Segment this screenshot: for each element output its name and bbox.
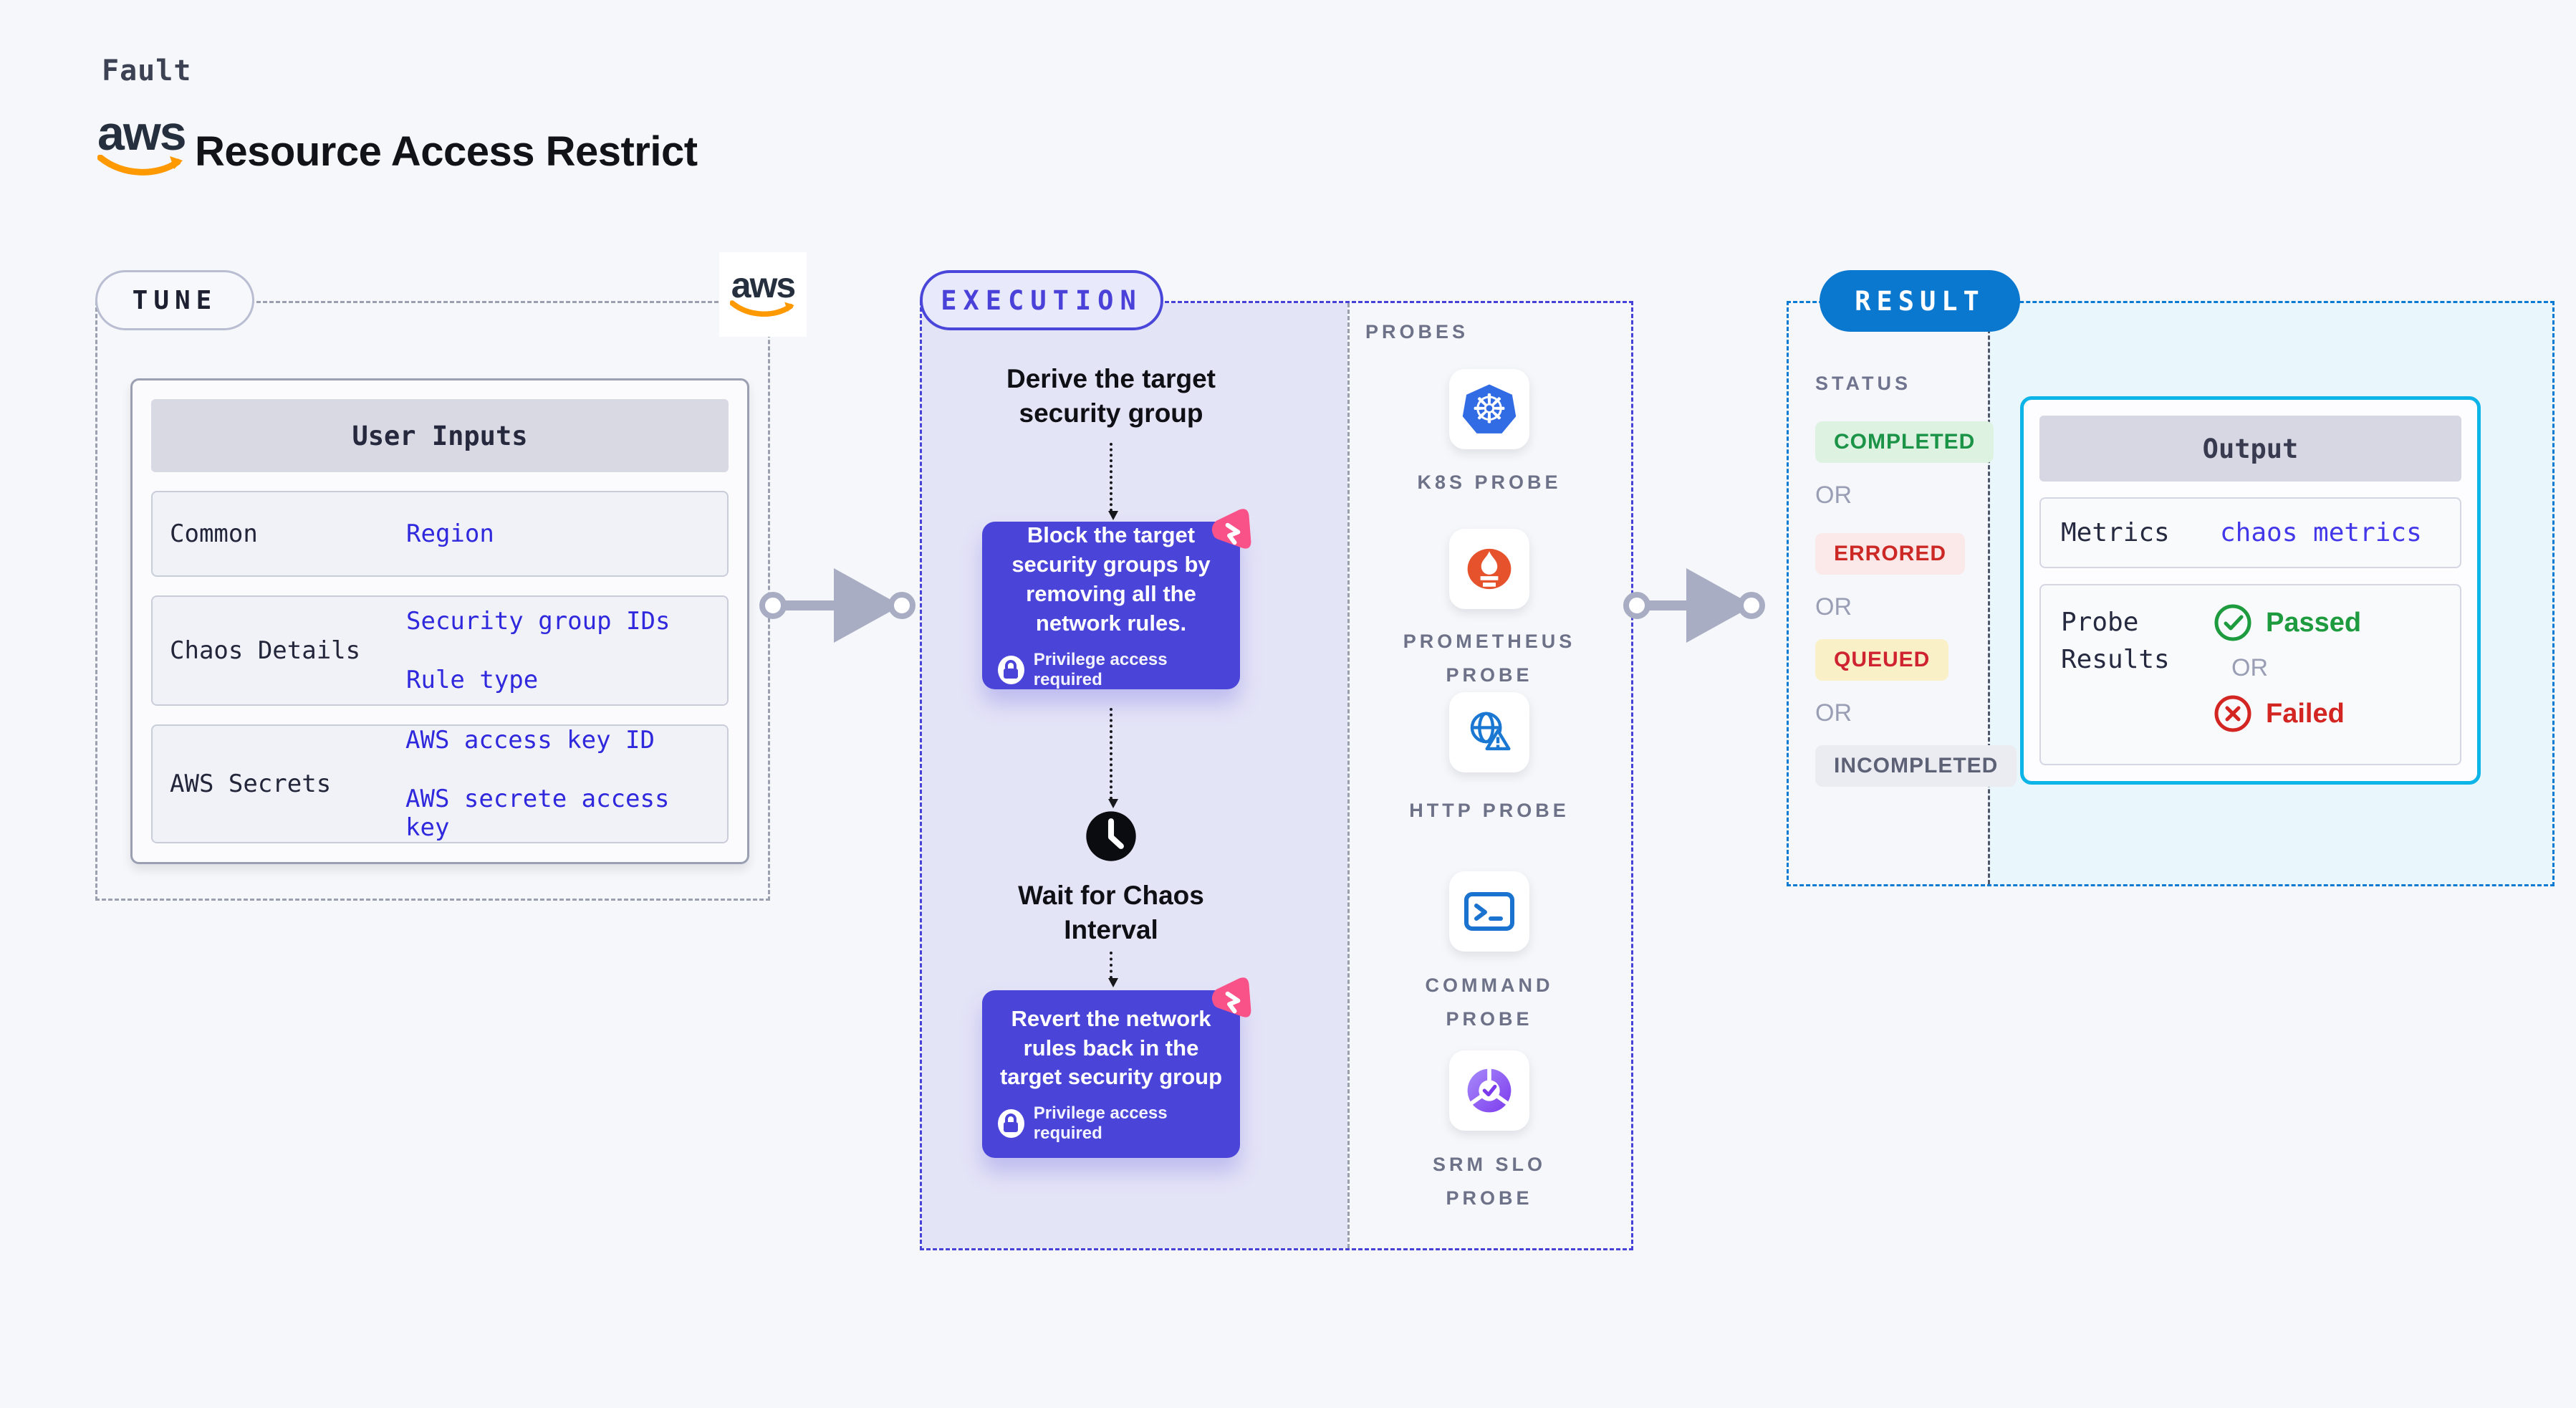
aws-wordmark: aws xyxy=(731,264,797,305)
status-heading: STATUS xyxy=(1815,373,1911,394)
probe-card-http xyxy=(1449,692,1529,772)
status-badge-queued: QUEUED xyxy=(1815,639,1949,681)
row-value: Security group IDs xyxy=(406,607,671,636)
probe-card-prometheus xyxy=(1449,529,1529,609)
probes-heading: PROBES xyxy=(1365,321,1469,343)
probe-card-k8s: ☸ xyxy=(1449,369,1529,449)
user-inputs-card: User Inputs Common Region Chaos Details … xyxy=(130,378,749,864)
flow-arrow-down xyxy=(1108,708,1118,808)
tune-pill: TUNE xyxy=(95,270,254,330)
probes-divider xyxy=(1347,303,1350,1248)
kubernetes-icon: ☸ xyxy=(1462,384,1517,434)
chaos-pinwheel-icon xyxy=(1211,977,1251,1017)
or-separator: OR xyxy=(1815,593,1852,621)
flow-arrow-down xyxy=(1108,952,1118,987)
row-label: Chaos Details xyxy=(170,636,361,665)
status-badge-incompleted: INCOMPLETED xyxy=(1815,745,2017,787)
clock-icon xyxy=(1086,811,1136,861)
terminal-icon xyxy=(1464,892,1514,931)
table-row: Common Region xyxy=(151,491,729,577)
or-separator: OR xyxy=(1815,699,1852,727)
row-value: Rule type xyxy=(406,666,539,694)
failed-label: Failed xyxy=(2266,698,2345,729)
probe-label: SRM SLO PROBE xyxy=(1432,1154,1546,1210)
status-badge-completed: COMPLETED xyxy=(1815,421,1994,463)
probe-results-label: Probe Results xyxy=(2061,608,2170,675)
metrics-row: Metrics chaos metrics xyxy=(2039,497,2461,568)
or-separator: OR xyxy=(2231,654,2268,681)
failed-outcome: Failed xyxy=(2213,694,2361,734)
aws-corner-logo: aws xyxy=(719,252,807,337)
probe-label: HTTP PROBE xyxy=(1409,800,1570,821)
privilege-badge: Privilege access required xyxy=(998,650,1224,690)
probe-results-row: Probe Results Passed OR Failed xyxy=(2039,584,2461,765)
flow-arrow-down xyxy=(1108,443,1118,520)
http-globe-icon xyxy=(1470,712,1511,751)
status-badge-errored: ERRORED xyxy=(1815,533,1966,575)
row-label: AWS Secrets xyxy=(170,770,332,798)
revert-action-label: Revert the network rules back in the tar… xyxy=(999,1005,1223,1090)
fault-eyebrow: Fault xyxy=(102,54,192,87)
user-inputs-header: User Inputs xyxy=(151,399,729,472)
table-row: AWS Secrets AWS access key ID AWS secret… xyxy=(151,724,729,843)
or-separator: OR xyxy=(1815,482,1852,509)
aws-smile-icon xyxy=(97,154,183,176)
wait-step-label: Wait for Chaos Interval xyxy=(1018,881,1204,945)
privilege-badge: Privilege access required xyxy=(998,1103,1224,1144)
execution-to-result-arrow xyxy=(1623,566,1795,645)
result-pill: RESULT xyxy=(1820,270,2020,332)
passed-outcome: Passed xyxy=(2213,603,2361,643)
row-value: AWS access key ID xyxy=(405,726,655,755)
aws-smile-icon xyxy=(730,300,794,317)
chaos-pinwheel-icon xyxy=(1211,509,1251,549)
privilege-label: Privilege access required xyxy=(1033,649,1168,689)
aws-wordmark: aws xyxy=(97,106,187,161)
x-circle-icon xyxy=(2214,695,2251,732)
probe-label: PROMETHEUS PROBE xyxy=(1403,631,1576,686)
probe-card-srm-slo xyxy=(1449,1050,1529,1131)
privilege-label: Privilege access required xyxy=(1033,1103,1168,1144)
srm-slo-icon xyxy=(1467,1068,1512,1113)
probe-label: COMMAND PROBE xyxy=(1425,974,1554,1030)
page-title: Resource Access Restrict xyxy=(195,128,698,175)
execution-pill: EXECUTION xyxy=(920,270,1163,330)
status-divider xyxy=(1988,303,1990,884)
tune-to-execution-arrow xyxy=(759,566,931,645)
output-header: Output xyxy=(2039,416,2461,482)
probe-label: K8S PROBE xyxy=(1417,471,1562,493)
metrics-label: Metrics xyxy=(2061,518,2170,547)
probe-card-command xyxy=(1449,871,1529,952)
block-action-label: Block the target security groups by remo… xyxy=(1011,522,1211,636)
metrics-value: chaos metrics xyxy=(2220,518,2422,547)
aws-logo: aws xyxy=(97,106,187,178)
output-card: Output Metrics chaos metrics Probe Resul… xyxy=(2020,396,2481,785)
revert-action-box: Revert the network rules back in the tar… xyxy=(982,990,1240,1158)
block-action-box: Block the target security groups by remo… xyxy=(982,522,1240,689)
derive-step-label: Derive the target security group xyxy=(1006,364,1216,428)
table-row: Chaos Details Security group IDs Rule ty… xyxy=(151,595,729,706)
passed-label: Passed xyxy=(2266,607,2362,638)
row-value: Region xyxy=(406,519,494,548)
lock-icon xyxy=(998,1109,1024,1139)
lock-icon xyxy=(998,655,1024,684)
check-circle-icon xyxy=(2214,604,2251,641)
prometheus-icon xyxy=(1467,548,1512,590)
row-value: AWS secrete access key xyxy=(405,785,670,842)
row-label: Common xyxy=(170,519,258,548)
